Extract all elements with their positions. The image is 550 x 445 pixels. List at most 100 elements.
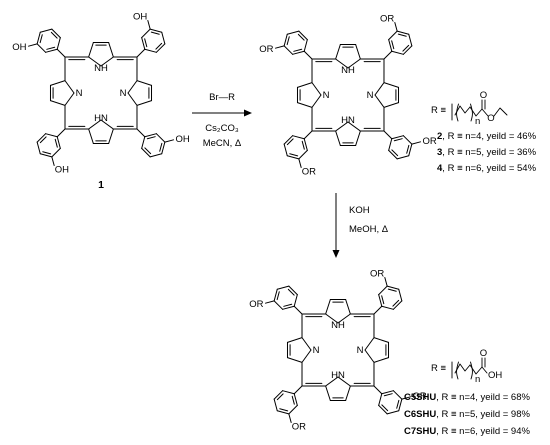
phenyl-double-bond-inner — [39, 136, 47, 144]
oxygen-bond — [394, 21, 398, 32]
phenyl-double-bond — [39, 153, 53, 158]
phenyl-bond — [141, 28, 151, 39]
pyrrole-bond — [136, 80, 153, 86]
ester-r-definition: R ≡ n O O — [431, 90, 508, 127]
oxygen-bond — [384, 276, 388, 287]
phenyl-double-bond — [392, 300, 403, 310]
phenyl-double-bond-inner — [291, 395, 295, 405]
pyrrole-bond — [301, 349, 312, 363]
pyrrole-bond — [88, 41, 94, 58]
phenyl-double-bond — [286, 155, 300, 160]
phenyl-double-bond-inner — [392, 299, 400, 307]
pyrrole-bond — [355, 43, 361, 60]
pyrrole-bond — [364, 349, 375, 363]
phenyl-bond — [149, 153, 163, 158]
n-label: N — [357, 345, 364, 356]
pyrrole-bond — [345, 385, 351, 402]
phenyl-double-bond — [283, 135, 294, 145]
aryl-bond — [373, 385, 383, 395]
phenyl-bond — [381, 305, 394, 310]
phenyl-bond — [56, 37, 61, 50]
phenyl-bond — [303, 39, 308, 52]
aryl-bond — [56, 48, 66, 58]
conditions-meoh-heat: MeOH, Δ — [349, 224, 389, 235]
oxygen-bond — [264, 300, 275, 304]
phenyl-double-bond — [36, 133, 47, 143]
aryl-substituent: OH — [133, 12, 147, 23]
phenyl-bond — [402, 135, 413, 145]
pyrrole-bond — [64, 80, 75, 94]
phenyl-double-bond — [381, 390, 394, 395]
oxygen-bond — [274, 45, 285, 49]
phenyl-double-bond-inner — [393, 138, 403, 142]
phenyl-double-bond-inner — [293, 48, 303, 52]
phenyl-double-bond-inner — [159, 142, 163, 152]
pyrrole-bond — [337, 313, 351, 324]
pyrrole-bond — [296, 82, 313, 88]
pyrrole-bond — [335, 58, 349, 69]
phenyl-double-bond-inner — [387, 288, 397, 292]
aryl-substituent: OH — [175, 134, 189, 145]
phenyl-double-bond — [396, 30, 410, 35]
phenyl-bond — [388, 138, 393, 151]
phenyl-bond — [45, 133, 58, 138]
phenyl-double-bond-inner — [287, 288, 295, 296]
aryl-substituent: OH — [12, 42, 26, 53]
phenyl-double-bond-inner — [144, 147, 152, 155]
pyrrole-bond — [335, 121, 349, 132]
phenyl-double-bond-inner — [391, 40, 395, 50]
reagent-cesium-carbonate: Cs₂CO₃ — [205, 123, 239, 134]
ester-result-row: 3, R ≡ n=5, yeild = 36% — [437, 147, 537, 158]
phenyl-double-bond-inner — [402, 44, 410, 52]
pyrrole-bond — [325, 376, 339, 387]
pyrrole-bond — [383, 82, 400, 88]
nh-label: NH — [341, 65, 355, 76]
phenyl-double-bond-inner — [406, 144, 410, 154]
aryl-bond — [56, 128, 66, 138]
phenyl-double-bond — [149, 28, 163, 33]
phenyl-double-bond — [378, 404, 388, 415]
oxygen-bond — [164, 139, 175, 143]
phenyl-double-bond-inner — [396, 399, 400, 409]
reaction-arrow-2 — [332, 193, 340, 258]
phenyl-double-bond — [378, 294, 383, 307]
pyrrole-bond — [311, 94, 322, 108]
phenyl-double-bond-inner — [155, 42, 163, 50]
oxygen-bond — [27, 43, 38, 47]
phenyl-double-bond — [155, 43, 166, 53]
pyrrole-bond — [127, 92, 138, 106]
phenyl-double-bond — [56, 136, 61, 149]
aryl-bond — [383, 50, 393, 60]
hn-label: HN — [94, 113, 108, 124]
aryl-substituent: OH — [55, 164, 69, 175]
acid-result-row: C7SHU, R ≡ n=6, yeild = 94% — [404, 426, 530, 437]
acid-n-subscript: n — [475, 374, 480, 385]
phenyl-bond — [282, 390, 295, 395]
phenyl-double-bond-inner — [397, 33, 407, 37]
compound-1-label: 1 — [98, 179, 104, 191]
oxygen-bond — [288, 413, 292, 424]
pyrrole-bond — [337, 376, 351, 387]
n-label: N — [76, 88, 83, 99]
pyrrole-bond — [64, 92, 75, 106]
phenyl-bond — [298, 149, 308, 160]
phenyl-double-bond — [273, 390, 284, 400]
aryl-bond — [383, 130, 393, 140]
aryl-bond — [136, 48, 146, 58]
phenyl-double-bond — [398, 398, 403, 412]
n-label: N — [120, 88, 127, 99]
aryl-substituent: OR — [412, 391, 426, 402]
phenyl-double-bond-inner — [283, 303, 293, 307]
acid-result-row: C6SHU, R ≡ n=5, yeild = 98% — [404, 409, 530, 420]
n-label: N — [313, 345, 320, 356]
pyrrole-bond — [286, 357, 303, 363]
conditions-mecn-heat: MeCN, Δ — [203, 138, 242, 149]
aryl-substituent: OR — [292, 421, 306, 432]
aryl-bond — [303, 130, 313, 140]
pyrrole-bond — [374, 94, 385, 108]
phenyl-double-bond-inner — [286, 138, 294, 146]
pyrrole-bond — [286, 337, 303, 343]
phenyl-double-bond — [288, 285, 298, 296]
